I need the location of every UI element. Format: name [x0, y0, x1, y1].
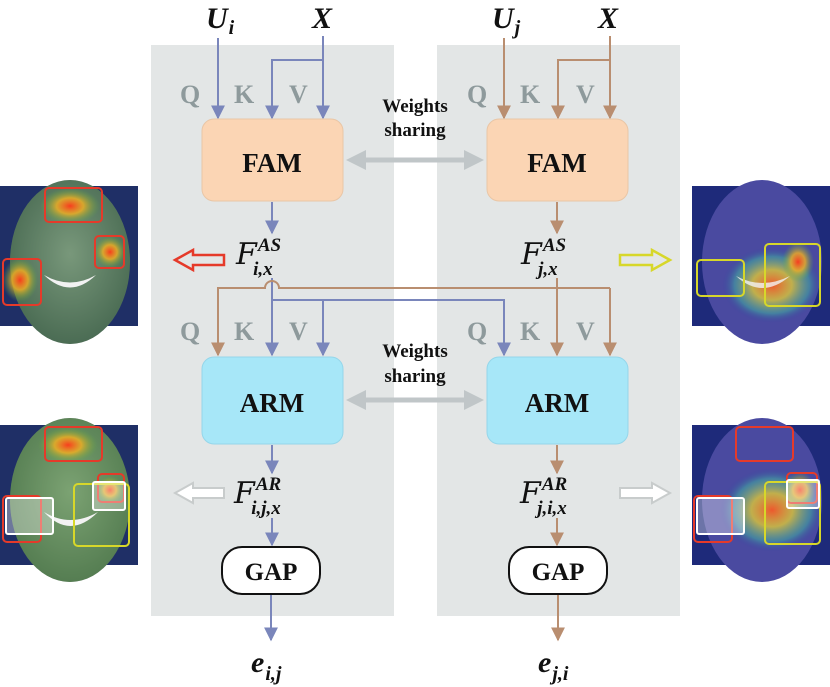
left-gap-box	[221, 546, 321, 595]
left-arm-label: ARM	[240, 388, 304, 418]
left-x-to-k-arrow	[265, 59, 323, 120]
left-fam-box	[201, 118, 344, 202]
left-k-top: K	[234, 80, 255, 109]
left-q-top: Q	[180, 80, 200, 109]
left-feat-to-right-arm-q-arrow	[272, 299, 511, 357]
left-output: ei,j	[251, 646, 282, 685]
right-arm-label: ARM	[525, 388, 589, 418]
left-input-u: Ui	[206, 2, 235, 39]
right-gap-box	[508, 546, 608, 595]
left-input-x: X	[311, 2, 333, 35]
right-q-top: Q	[467, 80, 487, 109]
weights-sharing-top-line2: sharing	[384, 120, 446, 141]
right-output: ej,i	[538, 646, 569, 685]
right-v-mid: V	[576, 317, 595, 346]
face-heatmap-bottom-left	[0, 418, 138, 582]
right-x-to-k-arrow	[551, 59, 610, 120]
right-feat-to-left-arm-q-line	[211, 280, 610, 357]
left-k-mid: K	[234, 317, 255, 346]
left-gap-label: GAP	[245, 559, 298, 586]
left-v-mid: V	[289, 317, 308, 346]
weights-sharing-bottom-line1: Weights	[382, 341, 447, 362]
left-arm-box	[201, 356, 344, 445]
right-input-x: X	[597, 2, 619, 35]
yellow-hollow-arrow-icon	[618, 247, 673, 273]
right-gap-label: GAP	[532, 559, 585, 586]
weights-sharing-top-line1: Weights	[382, 96, 447, 117]
right-input-u: Uj	[492, 2, 521, 39]
face-heatmap-top-left	[0, 180, 138, 344]
red-hollow-arrow-icon	[172, 247, 226, 273]
right-fam-label: FAM	[527, 148, 586, 178]
right-fam-box	[486, 118, 629, 202]
right-k-mid: K	[520, 317, 541, 346]
right-k-top: K	[520, 80, 541, 109]
left-q-mid: Q	[180, 317, 200, 346]
weights-sharing-bottom-arrow-icon	[346, 390, 484, 410]
right-v-top: V	[576, 80, 595, 109]
face-heatmap-top-right	[692, 180, 830, 344]
weights-sharing-top-arrow-icon	[346, 150, 484, 170]
left-v-top: V	[289, 80, 308, 109]
right-q-mid: Q	[467, 317, 487, 346]
face-heatmap-bottom-right	[692, 418, 830, 582]
white-hollow-arrow-left-icon	[172, 481, 225, 505]
white-hollow-arrow-right-icon	[619, 481, 673, 505]
weights-sharing-bottom-line2: sharing	[384, 366, 446, 387]
left-fam-label: FAM	[242, 148, 301, 178]
right-arm-box	[486, 356, 629, 445]
